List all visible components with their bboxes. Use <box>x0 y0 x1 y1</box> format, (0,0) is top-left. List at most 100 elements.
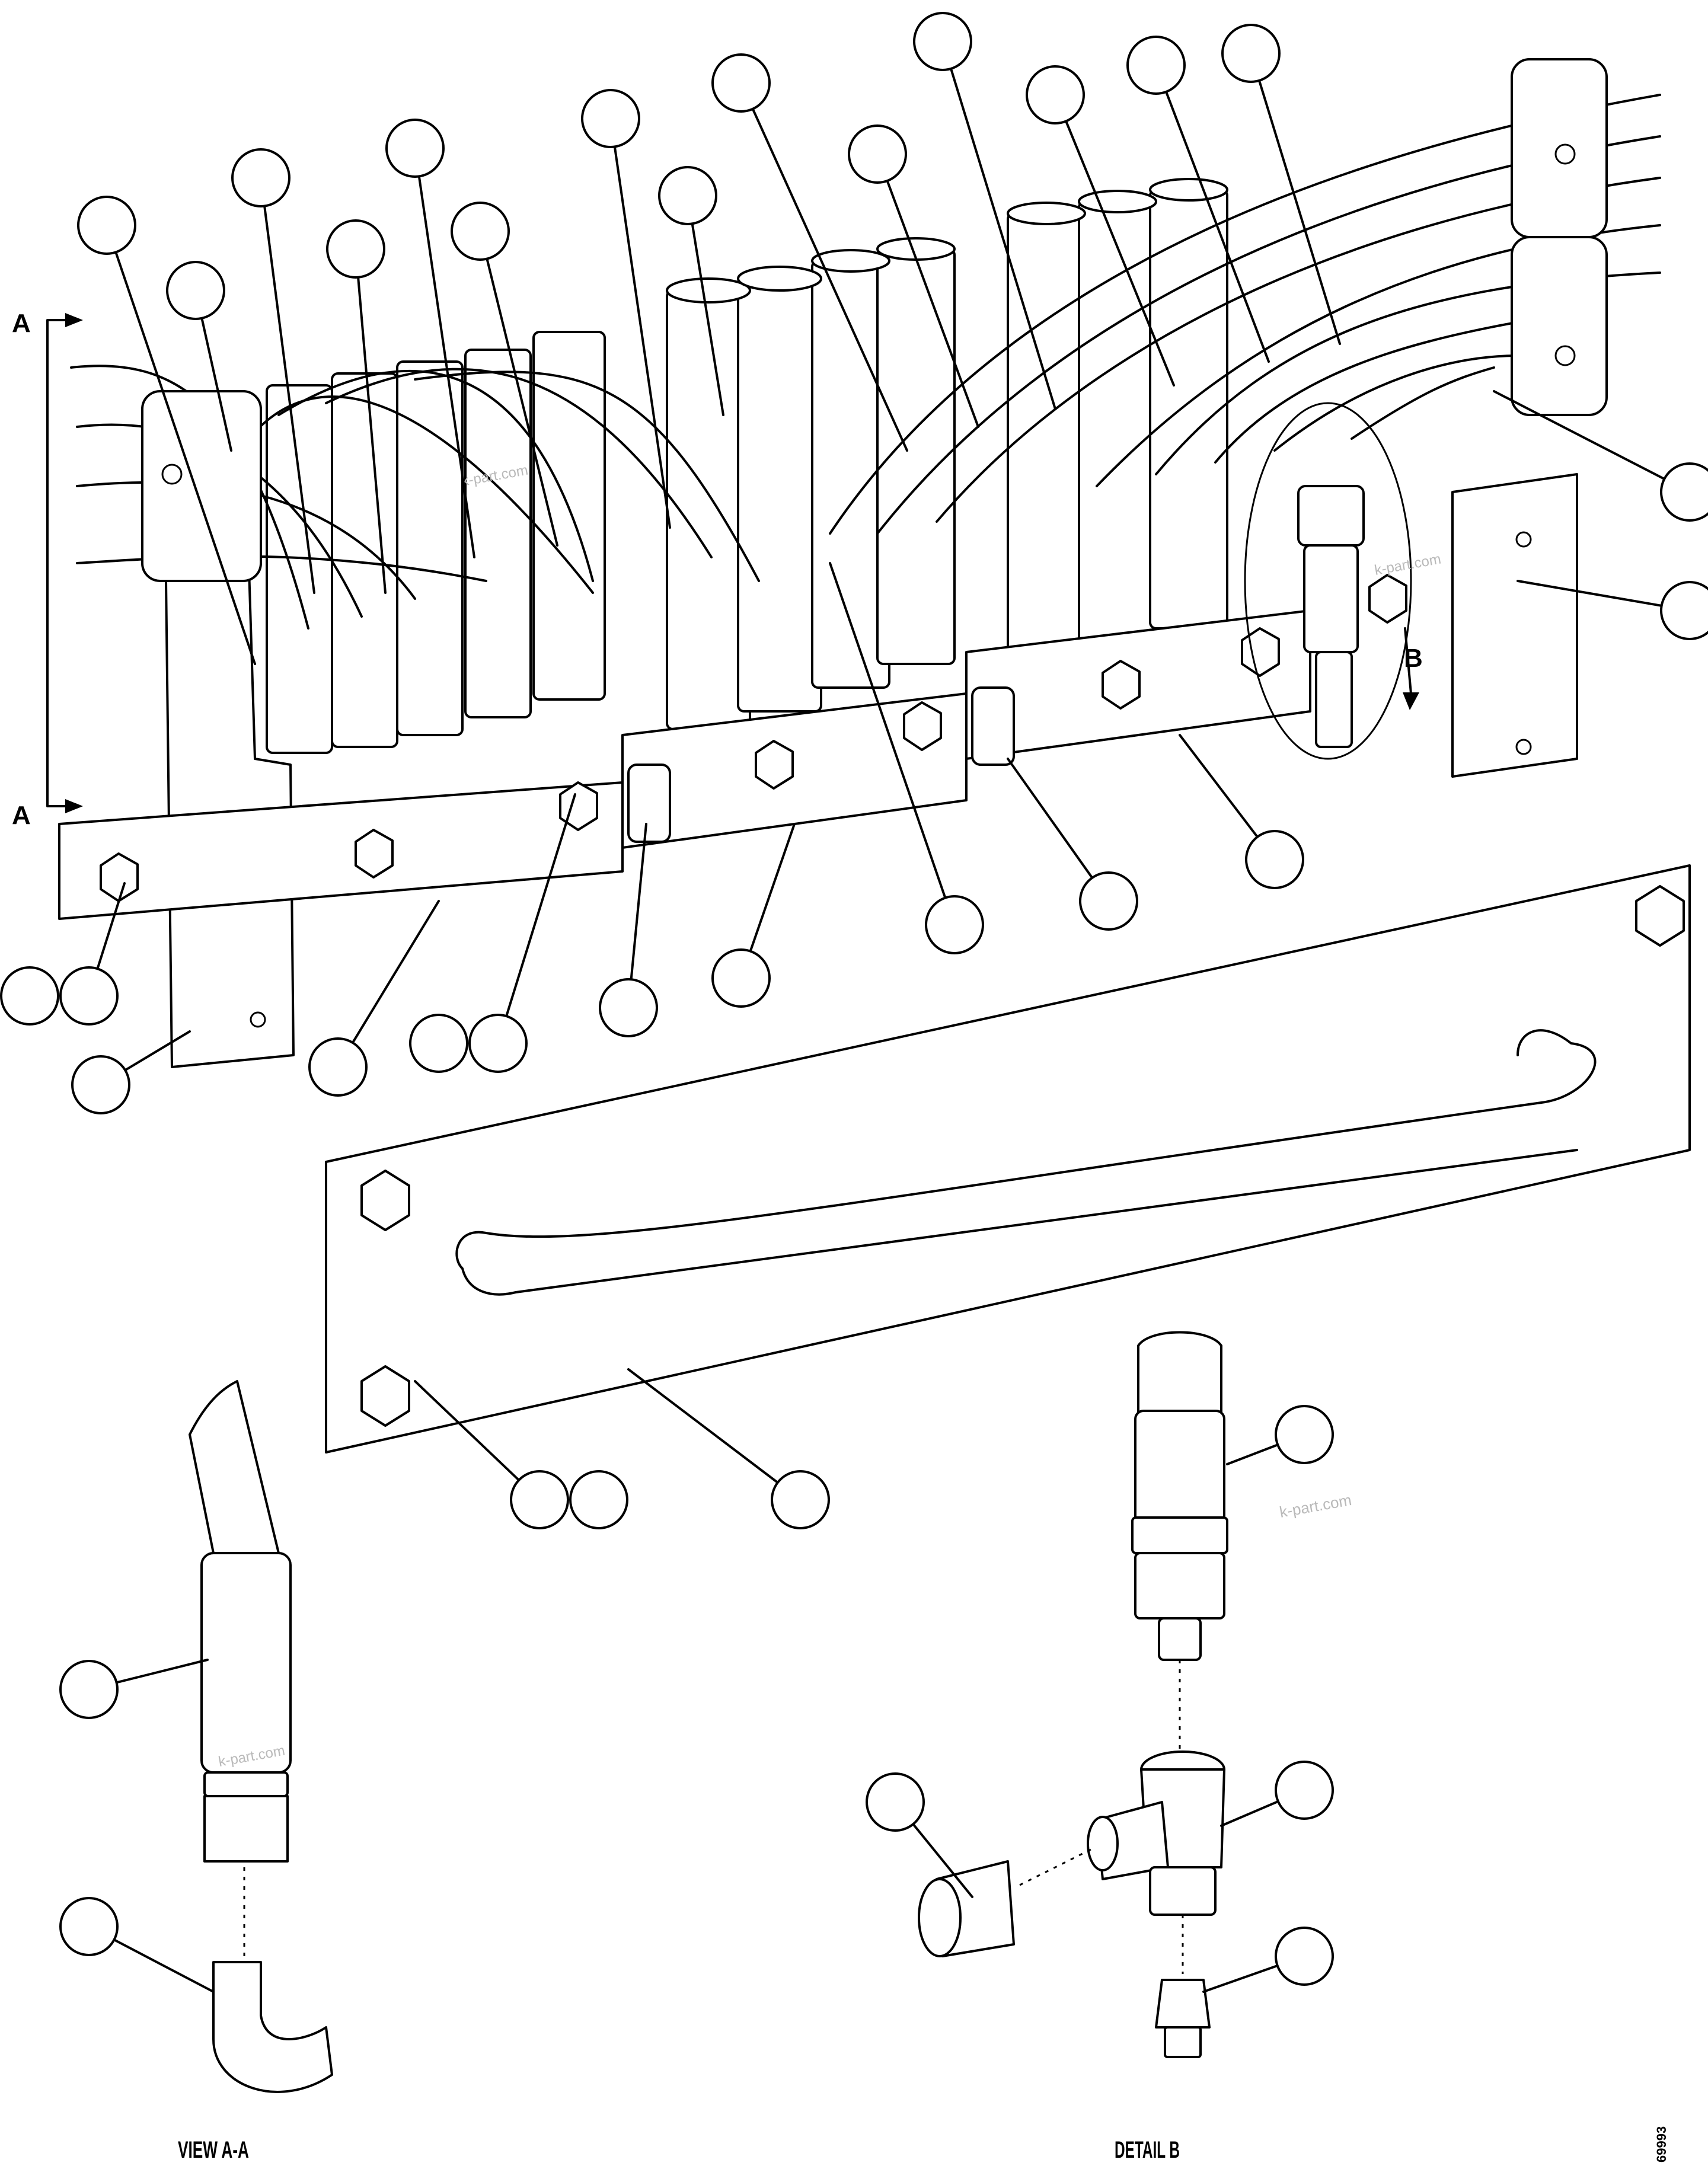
callout-circle <box>569 1470 628 1529</box>
callout-leader <box>263 205 315 594</box>
callout-leader <box>613 145 671 529</box>
section-label-a-bottom: A <box>12 801 31 830</box>
callout-leader <box>115 1659 209 1684</box>
valve-body <box>266 384 333 754</box>
callout-circle <box>913 12 972 71</box>
callout-circle <box>1275 1405 1334 1464</box>
callout-circle <box>468 1014 528 1073</box>
callout-circle <box>866 1772 925 1832</box>
plate-hole <box>250 1011 266 1028</box>
valve-body <box>1007 212 1086 677</box>
callout-leader <box>627 1368 779 1484</box>
callout-circle <box>59 1897 119 1956</box>
callout-circle <box>77 196 136 255</box>
valve-body <box>1078 200 1157 653</box>
callout-circle <box>231 148 290 207</box>
callout-leader <box>505 793 576 1018</box>
callout-circle <box>59 966 119 1026</box>
callout-circle <box>451 202 510 261</box>
callout-leader <box>114 251 256 665</box>
callout-circle <box>71 1055 130 1114</box>
callout-circle <box>1079 871 1138 931</box>
callout-circle <box>166 261 225 320</box>
callout-leader <box>1202 1964 1279 1993</box>
callout-leader <box>96 882 126 970</box>
view-a-a-caption: VIEW A-A <box>178 2137 249 2163</box>
callout-circle <box>1221 24 1281 83</box>
callout-leader <box>113 1938 215 1993</box>
plate-hole <box>1515 739 1532 755</box>
callout-leader <box>417 175 475 558</box>
callout-leader <box>357 276 387 594</box>
callout-circle <box>1026 65 1085 124</box>
callout-leader <box>1226 1443 1279 1465</box>
callout-circle <box>1275 1761 1334 1820</box>
callout-leader <box>200 317 232 452</box>
callout-leader <box>630 823 647 981</box>
callout-circle <box>409 1014 468 1073</box>
valve-stack <box>266 178 1228 754</box>
callout-leader <box>486 257 558 547</box>
callout-leader <box>1220 1800 1279 1827</box>
callout-leader <box>1258 79 1341 345</box>
hose-clamps <box>141 58 1608 582</box>
callout-leader <box>1493 390 1666 481</box>
manifold-bar-left <box>58 781 624 920</box>
callout-circle <box>1660 462 1708 522</box>
plate-hole <box>1515 531 1532 548</box>
callout-circle <box>658 166 717 225</box>
callout-circle <box>711 53 771 113</box>
callout-leader <box>1179 734 1259 838</box>
callout-leader <box>1007 758 1094 879</box>
valve-body <box>464 349 532 718</box>
main-assembly: A A B <box>12 58 1661 1068</box>
callout-leader <box>1517 580 1663 607</box>
section-arrow-a-a <box>46 313 83 813</box>
valve-body <box>1149 189 1228 630</box>
callout-circle <box>1126 36 1186 95</box>
right-mounting-plate <box>1451 473 1578 778</box>
callout-circle <box>925 895 984 954</box>
manifold-bar-center <box>621 692 968 849</box>
watermark: k-part.com <box>1278 1491 1353 1521</box>
watermark: k-part.com <box>1373 551 1442 579</box>
cover-panel <box>325 864 1691 1454</box>
callout-circle <box>1660 581 1708 640</box>
callout-circle <box>326 219 385 279</box>
callout-leader <box>749 823 796 953</box>
manifold-bolts <box>100 574 1407 902</box>
detail-b <box>918 1331 1228 2058</box>
valve-body <box>737 277 822 713</box>
detail-b-caption: DETAIL B <box>1115 2137 1180 2163</box>
callout-circle <box>711 948 771 1008</box>
callout-circle <box>59 1660 119 1719</box>
view-a-a <box>189 1380 333 2093</box>
callout-leader <box>124 1030 191 1072</box>
callout-circle <box>1275 1927 1334 1986</box>
callout-leader <box>950 67 1056 410</box>
callout-circle <box>599 978 658 1037</box>
detail-b-arrow <box>1404 627 1412 695</box>
callout-leader <box>1065 120 1175 386</box>
callout-leader <box>829 562 947 899</box>
callout-leader <box>1165 90 1270 363</box>
callout-circle <box>581 89 640 148</box>
callout-leader <box>751 107 908 452</box>
callout-circle <box>308 1037 368 1097</box>
panel-bolts <box>360 885 1685 1427</box>
detail-b-arrowhead <box>1403 692 1419 710</box>
section-label-a-top: A <box>12 309 31 338</box>
valve-body <box>532 331 606 701</box>
detail-b-marker: B <box>1404 644 1423 673</box>
callout-leader <box>886 180 979 428</box>
callout-circle <box>385 119 445 178</box>
callout-leader <box>912 1823 973 1898</box>
valve-body <box>396 360 464 736</box>
callout-leader <box>414 1380 521 1481</box>
callout-leader <box>691 222 724 416</box>
callout-group <box>0 12 1708 1993</box>
callout-circle <box>0 966 59 1026</box>
callout-circle <box>771 1470 830 1529</box>
detail-b-area <box>1244 402 1412 760</box>
